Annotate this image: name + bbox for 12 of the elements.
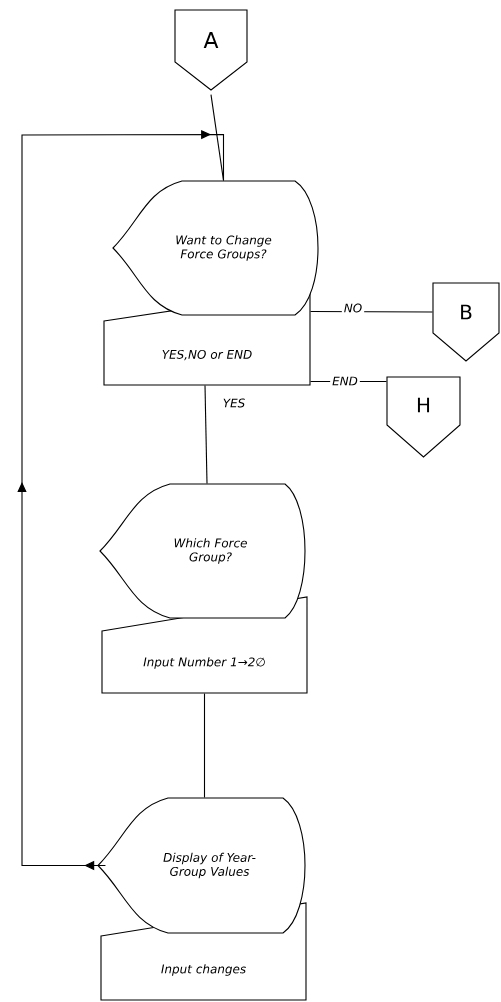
off-page-connector: B: [432, 282, 500, 362]
off-page-connector: H: [386, 376, 461, 458]
edge-label: NO: [341, 301, 365, 315]
off-page-connector: A: [174, 9, 248, 91]
connector-line: [210, 94, 225, 181]
manual-input-box: Input Number 1→2∅: [101, 596, 308, 694]
edge-label: YES: [220, 396, 248, 410]
connector-line: [17, 129, 225, 871]
connector-line: [204, 385, 208, 484]
connector-line: [203, 693, 206, 798]
edge-label: END: [330, 374, 360, 388]
connector-line: [310, 310, 433, 313]
